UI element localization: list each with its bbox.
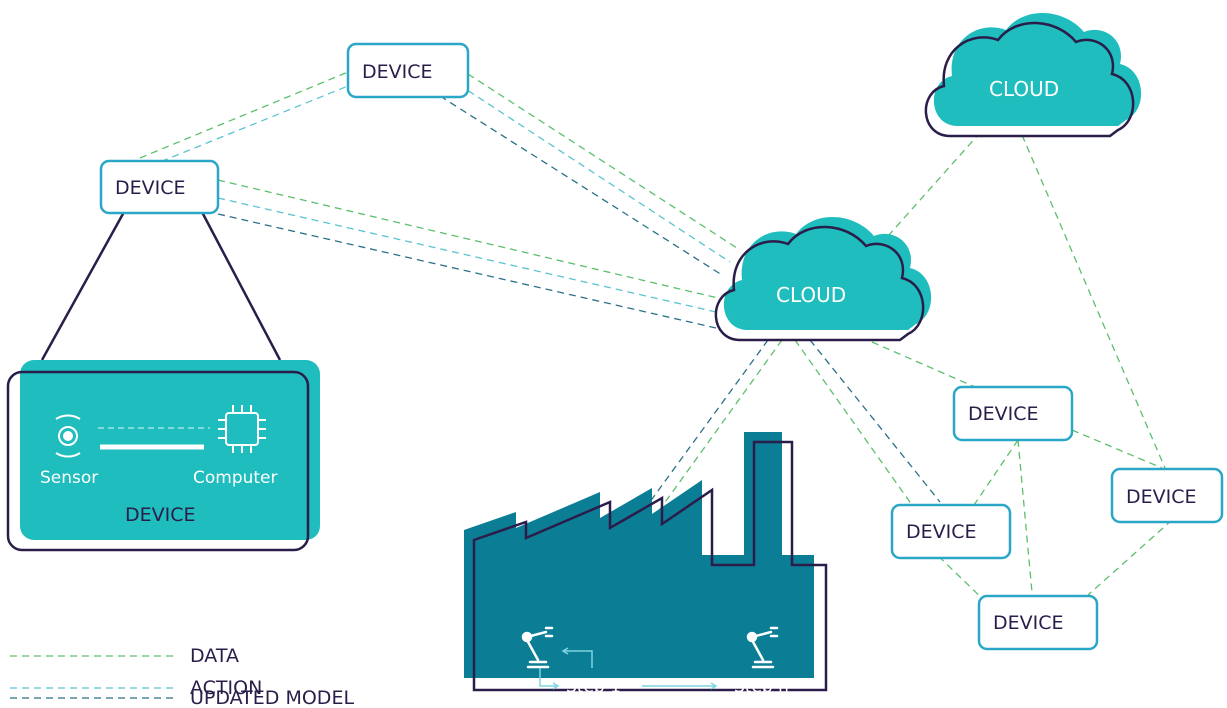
cloud-top: CLOUD <box>924 12 1142 138</box>
link-top-cloud-data <box>467 73 741 251</box>
link-left-top-action <box>149 85 349 167</box>
device-left-label: DEVICE <box>115 177 186 199</box>
cloud-top-outline <box>924 21 1135 138</box>
link-dev1-dev3 <box>1017 439 1036 626</box>
link-dev4-dev3 <box>1087 519 1173 596</box>
step-arrows <box>539 647 718 690</box>
link-left-cloud-model <box>217 213 717 329</box>
link-top-cloud-model <box>439 95 723 276</box>
detail-box-fill <box>20 360 320 540</box>
device-left-box <box>99 159 220 215</box>
device-top-label: DEVICE <box>362 61 433 83</box>
link-left-cloud-action <box>217 197 717 313</box>
link-top-cloud-action <box>457 83 731 263</box>
detail-box-outline <box>6 370 310 552</box>
device-node: DEVICE <box>1110 467 1224 524</box>
robot-arm-icon <box>746 626 779 669</box>
device-right-1-box <box>952 385 1074 442</box>
step-1-label: Step 1 <box>566 677 621 697</box>
device-detail-title: DEVICE <box>125 504 196 526</box>
device-right-2-label: DEVICE <box>906 521 977 543</box>
cloud-center-shape <box>723 216 932 330</box>
link-cloud-dev2-data <box>794 339 913 506</box>
device-right-4-label: DEVICE <box>1126 486 1197 508</box>
device-node: DEVICE <box>977 594 1099 651</box>
link-left-top-data <box>139 71 349 159</box>
device-node: DEVICE <box>346 42 470 99</box>
computer-label: Computer <box>193 468 278 488</box>
robot-arm-icon <box>521 626 554 669</box>
link-cloud-dev4-data <box>1021 134 1166 469</box>
sensor-label: Sensor <box>40 468 98 488</box>
device-right-3-box <box>977 594 1099 651</box>
device-right-4-box <box>1110 467 1224 524</box>
cloud-center: CLOUD <box>714 216 932 342</box>
link-dev1-dev4 <box>1071 429 1163 469</box>
cloud-center-label: CLOUD <box>776 283 846 307</box>
cloud-top-label: CLOUD <box>989 77 1059 101</box>
device-top-box <box>346 42 470 99</box>
legend-label-data: DATA <box>190 645 239 667</box>
detail-connector-left <box>40 211 126 361</box>
legend-label-updated-model: UPDATED MODEL <box>190 687 354 708</box>
link-cloud-dev1-data <box>871 341 976 388</box>
legend <box>10 655 176 699</box>
link-dev1-dev2 <box>973 439 1019 506</box>
legend-label-action: ACTION <box>190 677 262 699</box>
device-right-1-label: DEVICE <box>968 403 1039 425</box>
link-cloud-dev2-model <box>809 339 941 503</box>
link-left-cloud-data <box>217 179 719 299</box>
sensor-icon <box>55 414 81 458</box>
device-node: DEVICE <box>99 159 220 215</box>
device-right-3-label: DEVICE <box>993 612 1064 634</box>
chip-icon <box>218 405 266 453</box>
device-node: DEVICE <box>890 503 1012 560</box>
factory: Step 1 Step n <box>464 432 828 697</box>
cloud-top-shape <box>933 12 1142 126</box>
device-right-2-box <box>890 503 1012 560</box>
device-detail: Sensor Computer DEVICE <box>6 211 320 552</box>
factory-outline <box>472 440 828 692</box>
step-n-label: Step n <box>734 677 789 697</box>
device-node: DEVICE <box>952 385 1074 442</box>
factory-fill <box>464 432 814 678</box>
cloud-center-outline <box>714 225 925 342</box>
link-cloud-cloud-data <box>879 134 979 246</box>
detail-connector-right <box>200 211 282 361</box>
